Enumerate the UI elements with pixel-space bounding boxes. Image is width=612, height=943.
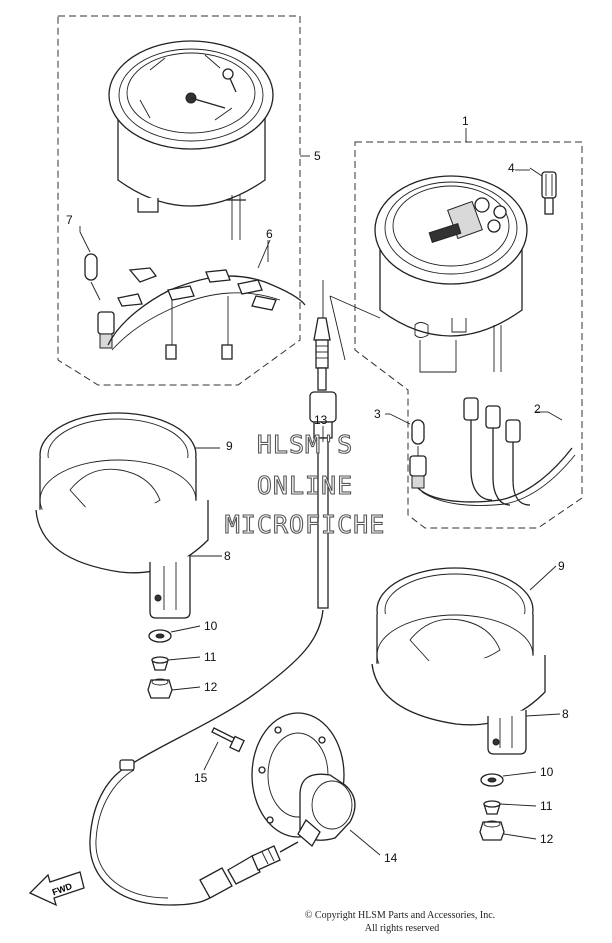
speedometer	[108, 40, 274, 240]
callout-12-left: 12	[204, 680, 218, 694]
trip-reset-knob-4	[529, 167, 557, 215]
callout-5: 5	[314, 149, 321, 163]
wire-harness-6	[107, 239, 306, 360]
callout-8-left: 8	[224, 549, 231, 563]
meter-gear-unit-14	[251, 712, 356, 848]
connection-lines	[329, 295, 457, 373]
watermark-line-1: HLSM'S	[257, 430, 353, 459]
grommet-right-11	[483, 800, 501, 815]
meter-bracket-right-8	[371, 655, 546, 755]
nut-left-12	[147, 678, 173, 699]
pin-15	[211, 727, 245, 753]
meter-bracket-left-8	[35, 500, 209, 619]
speedometer-group-outline	[57, 15, 301, 386]
tachometer	[374, 175, 528, 372]
callout-8-right: 8	[562, 707, 569, 721]
leader-lines	[79, 169, 561, 856]
callout-4: 4	[508, 161, 515, 175]
nut-right-12	[479, 820, 505, 841]
callout-10-right: 10	[540, 765, 554, 779]
callout-11-left: 11	[204, 650, 217, 664]
callout-10-left: 10	[204, 619, 218, 633]
tachometer-group-outline	[354, 141, 583, 529]
fwd-arrow-icon: FWD	[28, 871, 85, 907]
callout-14: 14	[384, 851, 398, 865]
callout-7: 7	[66, 213, 73, 227]
callout-11-right: 11	[540, 799, 553, 813]
callout-13: 13	[314, 413, 328, 427]
callout-1: 1	[462, 114, 469, 128]
washer-left-10	[148, 629, 172, 643]
cable-end	[89, 759, 299, 906]
callout-12-right: 12	[540, 832, 554, 846]
copyright-line-2: All rights reserved	[365, 923, 439, 934]
copyright-line-1: © Copyright HLSM Parts and Accessories, …	[305, 910, 495, 921]
wire-harness-2	[417, 397, 576, 506]
watermark-line-2: ONLINE	[257, 471, 353, 500]
callout-6: 6	[266, 227, 273, 241]
callout-15: 15	[194, 771, 208, 785]
washer-right-10	[480, 773, 504, 787]
callout-9-left: 9	[226, 439, 233, 453]
meter-cable-13	[129, 280, 337, 766]
indicator-bulb-7	[79, 231, 115, 349]
watermark-line-3: MICROFICHE	[225, 510, 386, 539]
watermark: HLSM'S ONLINE MICROFICHE	[224, 429, 386, 539]
grommet-left-11	[151, 656, 169, 671]
callout-9-right: 9	[558, 559, 565, 573]
callout-3: 3	[374, 407, 381, 421]
callout-2: 2	[534, 402, 541, 416]
